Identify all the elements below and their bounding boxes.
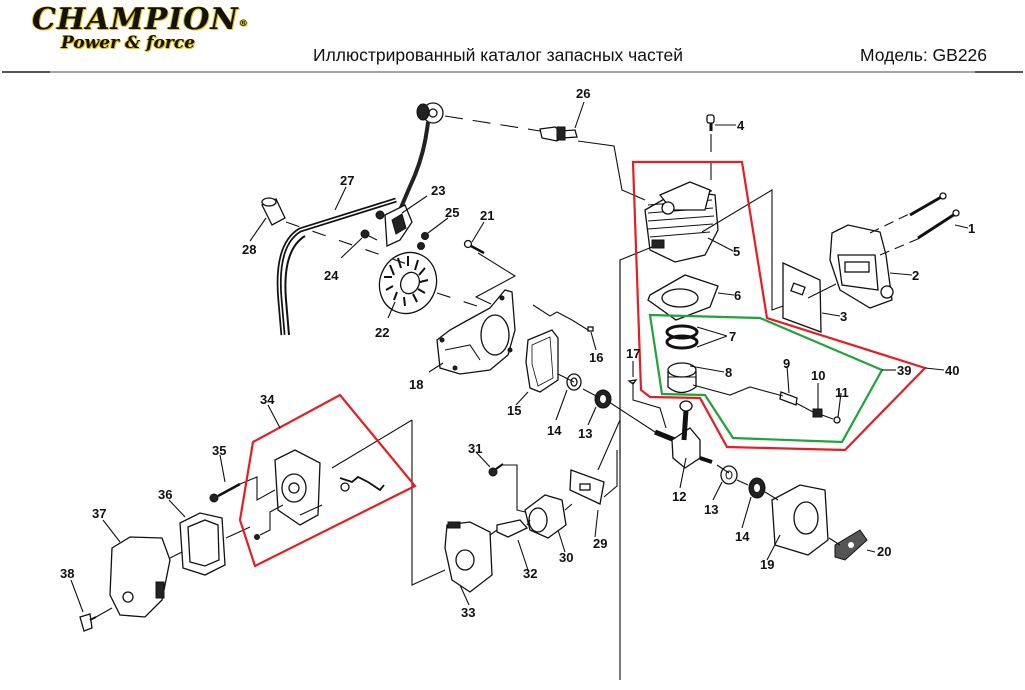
callout-30: 30 <box>559 550 573 565</box>
piston-8 <box>667 362 697 394</box>
header-divider-accent-left <box>2 71 50 73</box>
callout-35: 35 <box>212 443 226 458</box>
piston-rings-7 <box>665 324 699 350</box>
screw-24 <box>360 229 378 241</box>
registered-mark: ® <box>238 19 249 29</box>
callout-21: 21 <box>480 208 494 223</box>
gasket-15 <box>525 329 559 393</box>
callout-18: 18 <box>409 377 423 392</box>
callout-3: 3 <box>840 309 847 324</box>
flywheel-22 <box>378 251 438 315</box>
callout-5: 5 <box>733 244 740 259</box>
screw-21 <box>463 239 485 255</box>
champion-logo: CHAMPION® <box>32 4 249 36</box>
oil-seal-13b <box>720 465 738 485</box>
callout-6: 6 <box>734 288 741 303</box>
sleeve-28 <box>261 197 286 226</box>
spark-plug-26 <box>539 126 578 142</box>
ignition-coil-23 <box>375 204 413 247</box>
header-divider <box>2 71 1023 73</box>
page-header: CHAMPION® Power & force Иллюстрированный… <box>0 0 1025 73</box>
header-divider-accent-right <box>975 71 1023 73</box>
catalog-title: Иллюстрированный каталог запасных частей <box>313 45 684 65</box>
muffler-bolts-1 <box>909 192 960 240</box>
callout-15: 15 <box>507 403 521 418</box>
callout-27: 27 <box>340 173 354 188</box>
callout-14a: 14 <box>547 423 562 438</box>
callout-28: 28 <box>242 242 256 257</box>
filter-base-34 <box>254 449 385 540</box>
callout-13a: 13 <box>578 426 592 441</box>
muffler-2 <box>829 224 894 309</box>
crankcase-18 <box>436 289 516 375</box>
callout-25: 25 <box>445 205 459 220</box>
spark-plug-cap <box>416 102 444 124</box>
leader-lines <box>95 115 921 680</box>
brand-tagline: Power & force <box>61 33 196 53</box>
cylinder-bolt-4 <box>706 114 715 131</box>
callout-1: 1 <box>968 221 975 236</box>
callout-38: 38 <box>60 566 74 581</box>
carburetor-33 <box>444 521 493 593</box>
dowel-pin-16 <box>587 326 594 332</box>
screw-35 <box>209 482 241 503</box>
callout-34: 34 <box>260 392 275 407</box>
model-label: Модель: GB226 <box>860 45 988 65</box>
callout-20: 20 <box>877 544 891 559</box>
callout-26: 26 <box>576 86 590 101</box>
piston-pin-9 <box>779 391 798 406</box>
callout-19: 19 <box>760 557 774 572</box>
carburetor-gasket-32 <box>496 519 529 538</box>
cylinder-5 <box>644 181 719 263</box>
callout-29: 29 <box>593 536 607 551</box>
callout-36: 36 <box>158 487 172 502</box>
group-outline-39 <box>648 313 884 444</box>
bearing-14b <box>748 477 766 499</box>
callout-33: 33 <box>461 605 475 620</box>
group-outline-34 <box>238 393 417 568</box>
needle-bearing-10 <box>812 408 823 418</box>
intake-manifold-30 <box>524 494 567 539</box>
insulator-gasket-29 <box>569 469 605 505</box>
crankshaft-12 <box>654 400 713 469</box>
cover-20 <box>834 529 868 561</box>
screw-31 <box>488 463 504 477</box>
callout-12: 12 <box>672 489 686 504</box>
callout-40: 40 <box>945 363 959 378</box>
callout-39: 39 <box>897 363 911 378</box>
cylinder-gasket-6 <box>647 274 719 321</box>
callout-numbers: 1 2 3 4 5 6 7 8 9 10 11 12 13 13 14 14 1… <box>60 86 975 620</box>
callout-23: 23 <box>431 183 445 198</box>
callout-37: 37 <box>92 506 106 521</box>
callout-9: 9 <box>783 356 790 371</box>
callout-4: 4 <box>737 118 745 133</box>
ignition-wire-27 <box>276 121 430 336</box>
circlip-11 <box>833 416 841 424</box>
callout-10: 10 <box>811 368 825 383</box>
callout-32: 32 <box>523 566 537 581</box>
callout-2: 2 <box>912 268 919 283</box>
callout-22: 22 <box>375 325 389 340</box>
oil-seal-13a <box>594 389 612 409</box>
muffler-gasket-3 <box>782 261 822 333</box>
callout-11: 11 <box>835 385 849 400</box>
callout-14b: 14 <box>735 529 750 544</box>
bearing-14a <box>566 373 582 391</box>
callout-7: 7 <box>729 329 736 344</box>
callout-leaders <box>70 101 969 613</box>
callout-13b: 13 <box>704 502 718 517</box>
callout-24: 24 <box>324 268 339 283</box>
group-outline-40 <box>631 160 928 452</box>
callout-31: 31 <box>468 441 482 456</box>
crankcase-19 <box>771 484 829 556</box>
knob-38 <box>79 613 97 632</box>
callout-16: 16 <box>589 350 603 365</box>
air-filter-36 <box>179 512 226 576</box>
nuts-25 <box>417 232 429 250</box>
brand-name: CHAMPION <box>32 2 239 37</box>
callout-8: 8 <box>725 365 732 380</box>
callout-17: 17 <box>626 346 640 361</box>
filter-cover-37 <box>109 536 171 618</box>
